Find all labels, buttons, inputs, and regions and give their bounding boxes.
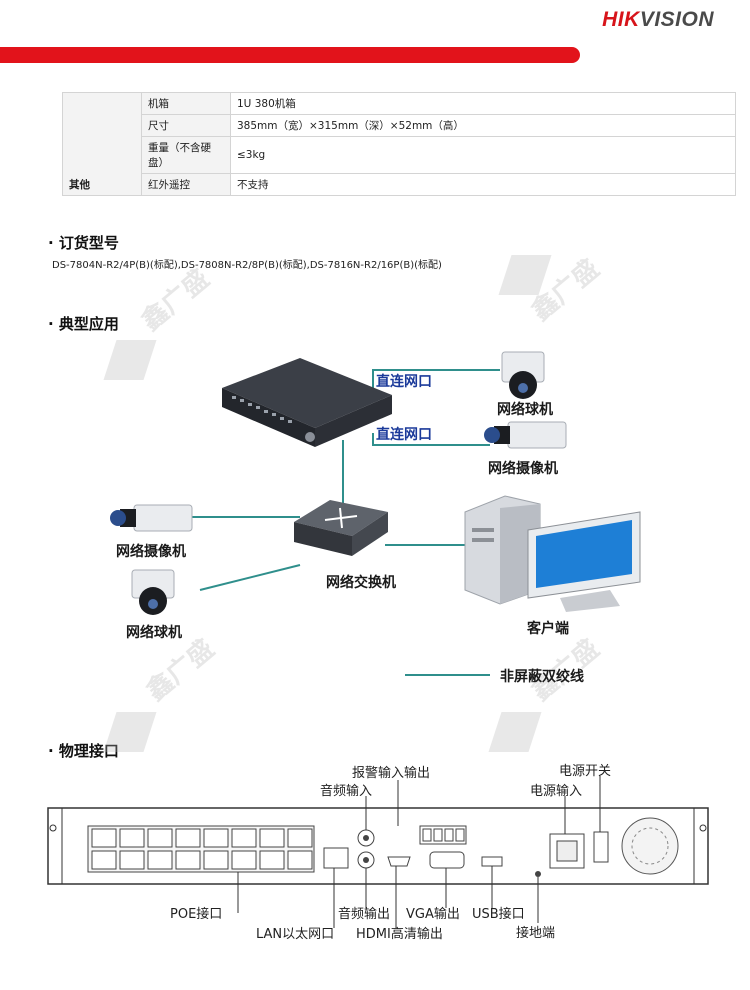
- lan-port: [323, 847, 349, 869]
- poe-label: POE接口: [170, 907, 223, 922]
- bullet-camera-right-label: 网络摄像机: [488, 461, 558, 477]
- lan-label: LAN以太网口: [256, 927, 335, 942]
- bullet-camera-right: [484, 421, 567, 449]
- client-pc: [464, 495, 641, 612]
- dome-camera-left-label: 网络球机: [126, 625, 182, 641]
- section-order-heading: · 订货型号: [48, 234, 119, 252]
- usb-port: [481, 856, 503, 867]
- spec-value: ≤3kg: [230, 136, 736, 174]
- brand-vision: VISION: [639, 8, 714, 31]
- dome-camera-right: [501, 351, 545, 399]
- spec-category: 其他: [62, 92, 142, 196]
- table-row: 红外遥控 不支持: [63, 173, 736, 196]
- usb-label: USB接口: [472, 907, 525, 922]
- audio-out-label: 音频输出: [338, 907, 391, 922]
- vga-label: VGA输出: [406, 907, 460, 922]
- spec-item: 红外遥控: [141, 173, 231, 196]
- power-in-label: 电源输入: [530, 784, 583, 799]
- power-switch: [593, 831, 609, 863]
- alarm-terminal: [419, 825, 467, 845]
- brand-logo: HIKVISION: [602, 8, 714, 32]
- legend-label: 非屏蔽双绞线: [500, 669, 584, 685]
- section-physical-heading: · 物理接口: [48, 742, 119, 760]
- order-models: DS-7804N-R2/4P(B)(标配),DS-7808N-R2/8P(B)(…: [52, 260, 442, 271]
- section-typical-heading: · 典型应用: [48, 315, 119, 333]
- bullet-camera-left: [110, 504, 193, 532]
- power-switch-label: 电源开关: [559, 764, 612, 779]
- bullet-camera-left-label: 网络摄像机: [116, 544, 186, 560]
- spec-value: 不支持: [230, 173, 736, 196]
- spec-item: 重量（不含硬盘）: [141, 136, 231, 174]
- spec-table: 其他 机箱 1U 380机箱 尺寸 385mm（宽）×315mm（深）×52mm…: [62, 92, 736, 196]
- switch-device: [294, 500, 388, 556]
- ground-terminal: [535, 871, 541, 877]
- dome-camera-left: [131, 569, 175, 615]
- hdmi-label: HDMI高清输出: [356, 927, 443, 942]
- table-row: 尺寸 385mm（宽）×315mm（深）×52mm（高）: [63, 114, 736, 137]
- alarm-io-label: 报警输入输出: [352, 766, 431, 781]
- dome-camera-right-label: 网络球机: [497, 402, 553, 418]
- direct-port-label-2: 直连网口: [376, 427, 432, 443]
- switch-label: 网络交换机: [326, 575, 396, 591]
- vga-port: [429, 851, 465, 869]
- direct-port-label-1: 直连网口: [376, 374, 432, 390]
- spec-value: 385mm（宽）×315mm（深）×52mm（高）: [230, 114, 736, 137]
- table-row: 重量（不含硬盘） ≤3kg: [63, 136, 736, 174]
- hdmi-port: [387, 856, 411, 867]
- callout-lines: [237, 776, 601, 928]
- rear-panel: [47, 807, 709, 885]
- audio-in-label: 音频输入: [320, 784, 373, 799]
- brand-hik: HIK: [602, 8, 640, 31]
- fan-grille: [621, 817, 679, 875]
- client-label: 客户端: [527, 621, 569, 637]
- poe-ports: [87, 825, 315, 873]
- nvr-device: [222, 358, 392, 447]
- header-red-bar: [0, 47, 580, 63]
- ground-label: 接地端: [516, 926, 556, 941]
